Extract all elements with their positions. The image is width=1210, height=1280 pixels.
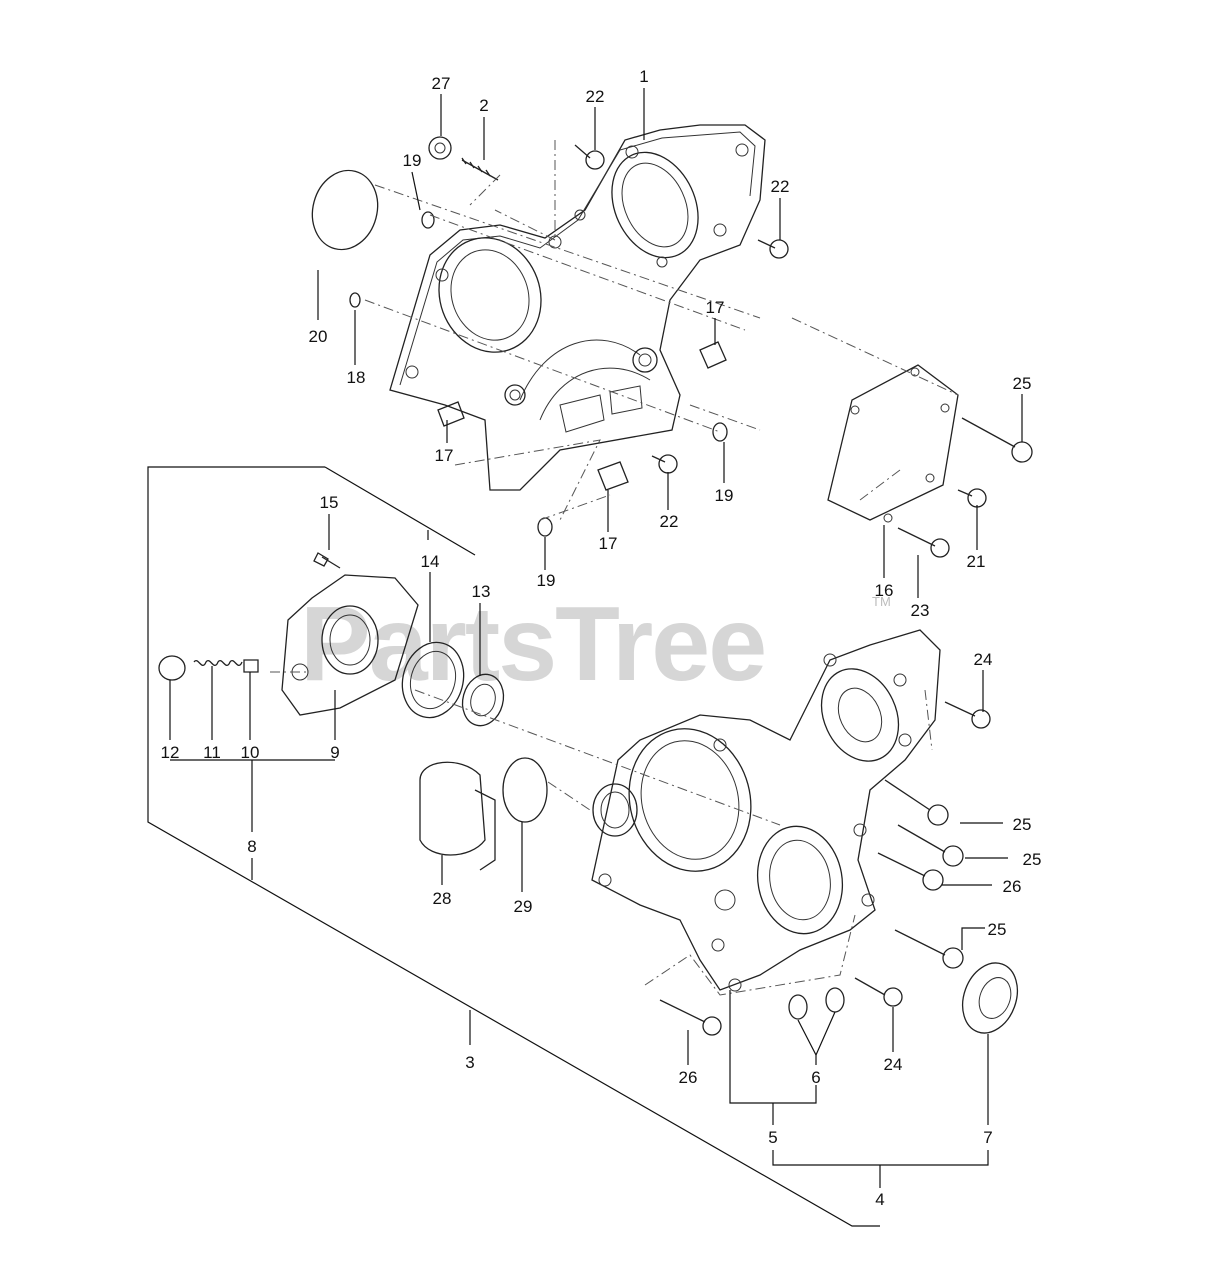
callout-21: 21 [967,552,986,571]
callout-17b: 17 [435,446,454,465]
leader-lines [169,88,1023,1188]
plug [158,655,186,681]
o-ring [537,517,553,537]
cover-plate [827,364,959,521]
callout-19c: 19 [537,571,556,590]
callout-18: 18 [347,368,366,387]
o-ring [349,292,361,308]
oil-filter [419,761,486,856]
callout-22c: 22 [660,512,679,531]
watermark-trademark: TM [872,594,891,609]
oil-pump-cover [281,574,419,716]
callout-25b: 25 [1013,815,1032,834]
gasket-ring [311,169,379,251]
callout-25c: 25 [1023,850,1042,869]
callout-28: 28 [433,889,452,908]
inner-rotor [461,673,505,727]
plug [825,987,845,1013]
upper-gear-case-cover [389,124,766,491]
callout-12: 12 [161,743,180,762]
callout-29: 29 [514,897,533,916]
callout-19a: 19 [403,151,422,170]
o-ring [421,211,435,229]
callout-14: 14 [421,552,440,571]
callout-6: 6 [811,1068,820,1087]
pump-bore [321,605,379,675]
dowel-pins [437,341,727,491]
valve [243,659,259,673]
assembly-bracket [147,466,880,1227]
callout-11: 11 [203,743,221,762]
callout-10: 10 [241,743,260,762]
callout-9: 9 [330,743,339,762]
callout-26a: 26 [1003,877,1022,896]
callout-15: 15 [320,493,339,512]
callout-3: 3 [465,1053,474,1072]
callout-24b: 24 [884,1055,903,1074]
plug [788,994,808,1020]
callout-16: 16 [875,581,894,600]
callout-26b: 26 [679,1068,698,1087]
lower-bolts [659,701,991,1036]
callout-4: 4 [875,1190,884,1209]
callout-2: 2 [479,96,488,115]
assembly-guide-lines [270,140,959,996]
callout-8: 8 [247,837,256,856]
oil-filler-port [592,783,638,837]
callout-22a: 22 [586,87,605,106]
callout-22b: 22 [771,177,790,196]
callout-25d: 25 [988,920,1007,939]
lower-gear-case [591,629,941,992]
callout-1: 1 [639,67,648,86]
callout-13: 13 [472,582,491,601]
callout-labels: 1 2 3 4 5 6 7 8 9 10 11 12 13 14 15 16 1… [161,67,1042,1209]
o-ring [712,422,728,442]
callout-23: 23 [911,601,930,620]
callout-7: 7 [983,1128,992,1147]
spring [193,660,243,667]
oil-strainer-disc [502,757,548,823]
callout-5: 5 [768,1128,777,1147]
callout-24a: 24 [974,650,993,669]
outer-rotor [401,641,465,719]
callout-20: 20 [309,327,328,346]
callout-25a: 25 [1013,374,1032,393]
callout-27: 27 [432,74,451,93]
callout-17c: 17 [599,534,618,553]
oil-seal [961,962,1019,1034]
callout-17a: 17 [706,298,725,317]
callout-19b: 19 [715,486,734,505]
